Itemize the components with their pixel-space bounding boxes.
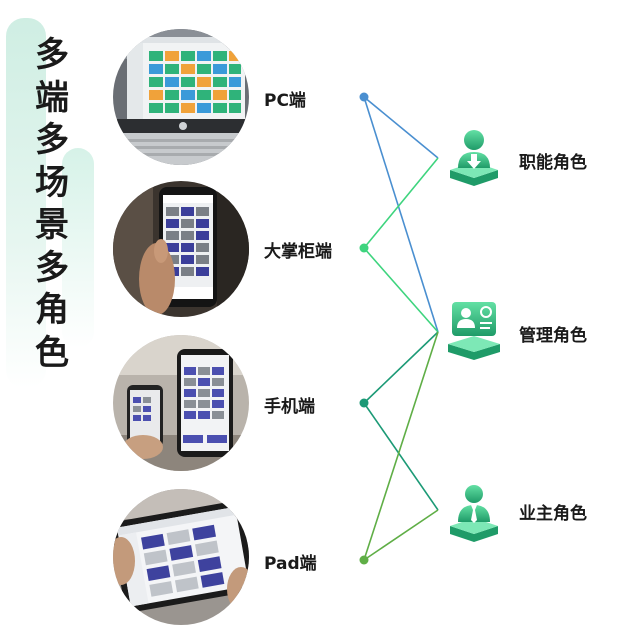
line-pad-management [363, 331, 439, 561]
source-label-mobile: 手机端 [264, 397, 315, 417]
source-dot-pad [359, 555, 369, 565]
title-char: 多 [35, 120, 69, 160]
line-manager-functional [363, 157, 439, 249]
line-pad-owner [363, 509, 439, 561]
source-label-pc: PC端 [264, 91, 306, 111]
decorative-bar [6, 18, 46, 388]
title-char: 多 [35, 247, 69, 288]
role-label-management: 管理角色 [519, 326, 587, 346]
manager-phone-photo [113, 181, 249, 317]
line-pc-management [363, 96, 439, 333]
line-pc-functional [363, 96, 439, 159]
person-tie-icon [444, 482, 504, 544]
mobile-photo [113, 335, 249, 471]
source-label-manager: 大掌柜端 [264, 242, 332, 262]
person-download-icon [444, 126, 504, 188]
role-label-functional: 职能角色 [519, 153, 587, 173]
pc-photo [113, 29, 249, 165]
pad-photo [113, 489, 249, 625]
decorative-bar-small [62, 148, 94, 348]
title-char: 景 [35, 205, 69, 245]
line-manager-management [363, 247, 439, 333]
title-char: 色 [35, 332, 69, 373]
person-dashboard-icon [444, 298, 504, 360]
title-char: 场 [35, 162, 69, 203]
role-label-owner: 业主角色 [519, 504, 587, 524]
line-mobile-owner [363, 402, 439, 511]
source-dot-pc [359, 92, 369, 102]
vertical-title: 多 端 多 场 景 多 角 色 [30, 34, 74, 374]
title-char: 角 [35, 290, 69, 330]
line-mobile-management [363, 331, 439, 404]
title-char: 端 [35, 77, 69, 118]
source-dot-mobile [359, 398, 369, 408]
source-dot-manager [359, 243, 369, 253]
title-char: 多 [35, 35, 69, 75]
source-label-pad: Pad端 [264, 554, 317, 574]
